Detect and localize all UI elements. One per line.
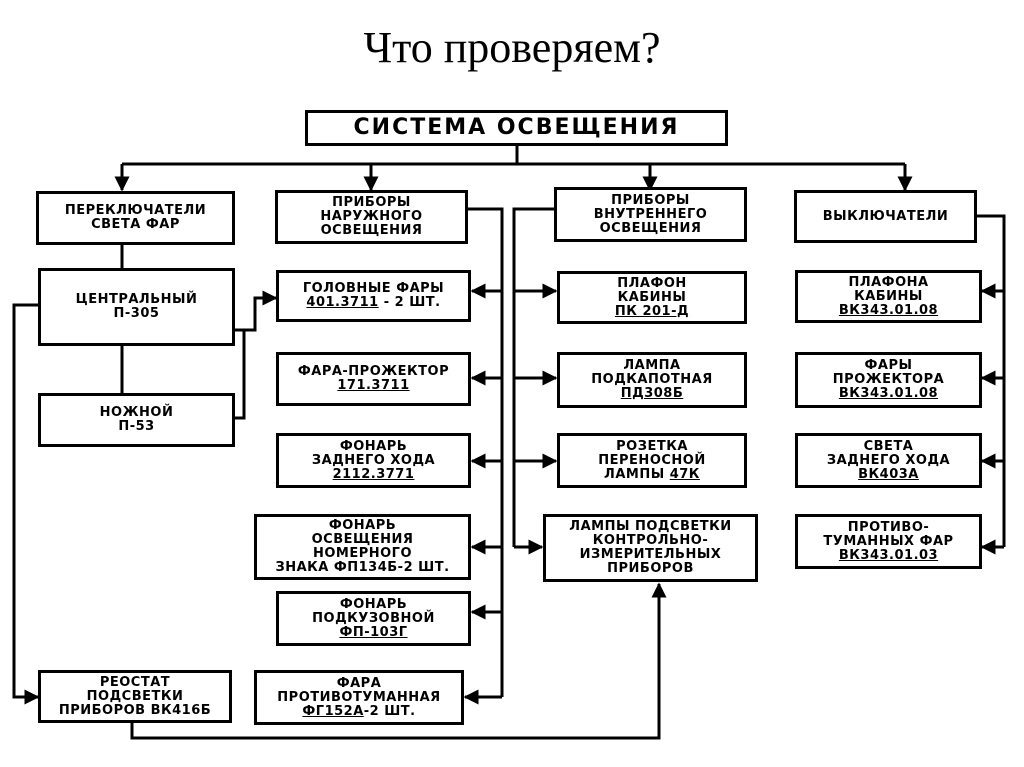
headlights-qty: - 2 ШТ. [378, 295, 441, 310]
plate-line-4: ЗНАКА ФП134Б-2 ШТ. [275, 560, 450, 575]
gauges-line-3: ИЗМЕРИТЕЛЬНЫХ [579, 547, 722, 562]
headlights-line-1: ГОЛОВНЫЕ ФАРЫ [302, 281, 445, 296]
root-box-lighting-system: СИСТЕМА ОСВЕЩЕНИЯ [305, 110, 728, 146]
central-line-2: П-305 [113, 306, 160, 321]
box-rheostat: РЕОСТАТ ПОДСВЕТКИ ПРИБОРОВ ВК416Б [38, 670, 232, 723]
spotlight-line-1: ФАРА-ПРОЖЕКТОР [297, 364, 450, 379]
box-breakers: ВЫКЛЮЧАТЕЛИ [794, 190, 977, 243]
box-breaker-fog: ПРОТИВО- ТУМАННЫХ ФАР ВК343.01.03 [795, 514, 982, 569]
slide-title: Что проверяем? [363, 23, 661, 72]
plate-line-2: ОСВЕЩЕНИЯ [311, 532, 414, 547]
inner-line-2: ВНУТРЕННЕГО [593, 206, 708, 222]
inner-line-1: ПРИБОРЫ [611, 192, 690, 208]
underbody-line-1: ФОНАРЬ [339, 596, 408, 612]
socket-line-2: ПЕРЕНОСНОЙ [598, 452, 706, 468]
outer-line-2: НАРУЖНОГО [320, 209, 423, 224]
box-breaker-spotlight: ФАРЫ ПРОЖЕКТОРА ВК343.01.08 [795, 352, 982, 408]
reverse-line-1: ФОНАРЬ [339, 438, 408, 454]
box-breaker-cabin: ПЛАФОНА КАБИНЫ ВК343.01.08 [795, 270, 982, 323]
switches-line-2: СВЕТА ФАР [91, 217, 180, 232]
breakers-line-1: ВЫКЛЮЧАТЕЛИ [822, 208, 949, 224]
cabin-line-2: КАБИНЫ [617, 289, 687, 305]
plate-line-1: ФОНАРЬ [328, 518, 397, 533]
outer-line-3: ОСВЕЩЕНИЯ [320, 223, 423, 238]
underbody-line-2: ПОДКУЗОВНОЙ [312, 610, 435, 626]
box-breaker-reverse: СВЕТА ЗАДНЕГО ХОДА ВК403А [795, 433, 982, 488]
box-reverse-lamp: ФОНАРЬ ЗАДНЕГО ХОДА 2112.3771 [276, 433, 471, 488]
breaker-spot-line-1: ФАРЫ [864, 358, 913, 373]
fog-line-1: ФАРА [336, 675, 382, 691]
cabin-code: ПК 201-Д [614, 303, 690, 319]
socket-line-1: РОЗЕТКА [616, 438, 688, 454]
breaker-cabin-line-1: ПЛАФОНА [848, 274, 929, 290]
breaker-spot-code: ВК343.01.08 [838, 386, 939, 401]
hood-line-2: ПОДКАПОТНАЯ [591, 372, 713, 387]
box-plate-lamp: ФОНАРЬ ОСВЕЩЕНИЯ НОМЕРНОГО ЗНАКА ФП134Б-… [254, 514, 471, 580]
reverse-line-2: ЗАДНЕГО ХОДА [311, 452, 436, 468]
box-fog-lamp: ФАРА ПРОТИВОТУМАННАЯ ФГ152А-2 ШТ. [254, 670, 464, 725]
box-gauge-lamps: ЛАМПЫ ПОДСВЕТКИ КОНТРОЛЬНО- ИЗМЕРИТЕЛЬНЫ… [543, 514, 758, 582]
box-cabin-light: ПЛАФОН КАБИНЫ ПК 201-Д [557, 271, 747, 324]
breaker-reverse-line-2: ЗАДНЕГО ХОДА [826, 452, 951, 468]
box-central-switch: ЦЕНТРАЛЬНЫЙ П-305 [38, 268, 235, 346]
socket-line-3: ЛАМПЫ 47К [604, 466, 700, 482]
box-spotlight: ФАРА-ПРОЖЕКТОР 171.3711 [276, 352, 471, 406]
breaker-cabin-code: ВК343.01.08 [838, 302, 939, 318]
outer-line-1: ПРИБОРЫ [332, 195, 411, 210]
breaker-reverse-line-1: СВЕТА [863, 438, 914, 454]
breaker-fog-line-1: ПРОТИВО- [847, 519, 930, 535]
socket-line-3-text: ЛАМПЫ [604, 466, 670, 482]
foot-line-2: П-53 [118, 419, 155, 434]
rheostat-line-3: ПРИБОРОВ ВК416Б [58, 702, 212, 718]
fog-line-3: ФГ152А-2 ШТ. [302, 703, 416, 719]
fog-code: ФГ152А [302, 703, 364, 719]
breaker-cabin-line-2: КАБИНЫ [854, 288, 923, 304]
central-line-1: ЦЕНТРАЛЬНЫЙ [75, 292, 198, 307]
headlights-code: 401.3711 [306, 295, 379, 310]
socket-code: 47К [669, 466, 700, 482]
box-headlights: ГОЛОВНЫЕ ФАРЫ 401.3711 - 2 ШТ. [276, 270, 471, 322]
fog-line-2: ПРОТИВОТУМАННАЯ [277, 689, 441, 705]
rheostat-line-2: ПОДСВЕТКИ [86, 688, 184, 704]
rheostat-line-1: РЕОСТАТ [99, 674, 171, 690]
breaker-reverse-code: ВК403А [858, 466, 919, 482]
box-underbody-lamp: ФОНАРЬ ПОДКУЗОВНОЙ ФП-103Г [276, 591, 471, 646]
plate-line-3: НОМЕРНОГО [312, 546, 413, 561]
inner-line-3: ОСВЕЩЕНИЯ [599, 220, 702, 236]
breaker-fog-line-2: ТУМАННЫХ ФАР [823, 533, 954, 549]
fog-qty: -2 ШТ. [363, 703, 416, 719]
box-headlight-switches: ПЕРЕКЛЮЧАТЕЛИ СВЕТА ФАР [36, 191, 235, 245]
spotlight-code: 171.3711 [337, 378, 410, 393]
hood-code: ПД308Б [620, 386, 684, 401]
box-foot-switch: НОЖНОЙ П-53 [38, 393, 235, 447]
gauges-line-4: ПРИБОРОВ [607, 561, 694, 576]
hood-line-1: ЛАМПА [623, 358, 681, 373]
breaker-spot-line-2: ПРОЖЕКТОРА [832, 372, 945, 387]
gauges-line-2: КОНТРОЛЬНО- [592, 533, 709, 548]
box-inner-lighting: ПРИБОРЫ ВНУТРЕННЕГО ОСВЕЩЕНИЯ [554, 187, 747, 242]
underbody-code: ФП-103Г [339, 624, 408, 640]
box-outer-lighting: ПРИБОРЫ НАРУЖНОГО ОСВЕЩЕНИЯ [275, 190, 468, 244]
headlights-line-2: 401.3711 - 2 ШТ. [306, 296, 440, 310]
cabin-line-1: ПЛАФОН [617, 275, 687, 291]
root-label: СИСТЕМА ОСВЕЩЕНИЯ [353, 115, 680, 140]
foot-line-1: НОЖНОЙ [99, 405, 174, 420]
box-hood-lamp: ЛАМПА ПОДКАПОТНАЯ ПД308Б [557, 352, 747, 408]
reverse-code: 2112.3771 [332, 466, 415, 482]
gauges-line-1: ЛАМПЫ ПОДСВЕТКИ [569, 519, 732, 534]
breaker-fog-code: ВК343.01.03 [838, 547, 939, 563]
box-portable-socket: РОЗЕТКА ПЕРЕНОСНОЙ ЛАМПЫ 47К [557, 433, 747, 488]
switches-line-1: ПЕРЕКЛЮЧАТЕЛИ [64, 203, 207, 218]
